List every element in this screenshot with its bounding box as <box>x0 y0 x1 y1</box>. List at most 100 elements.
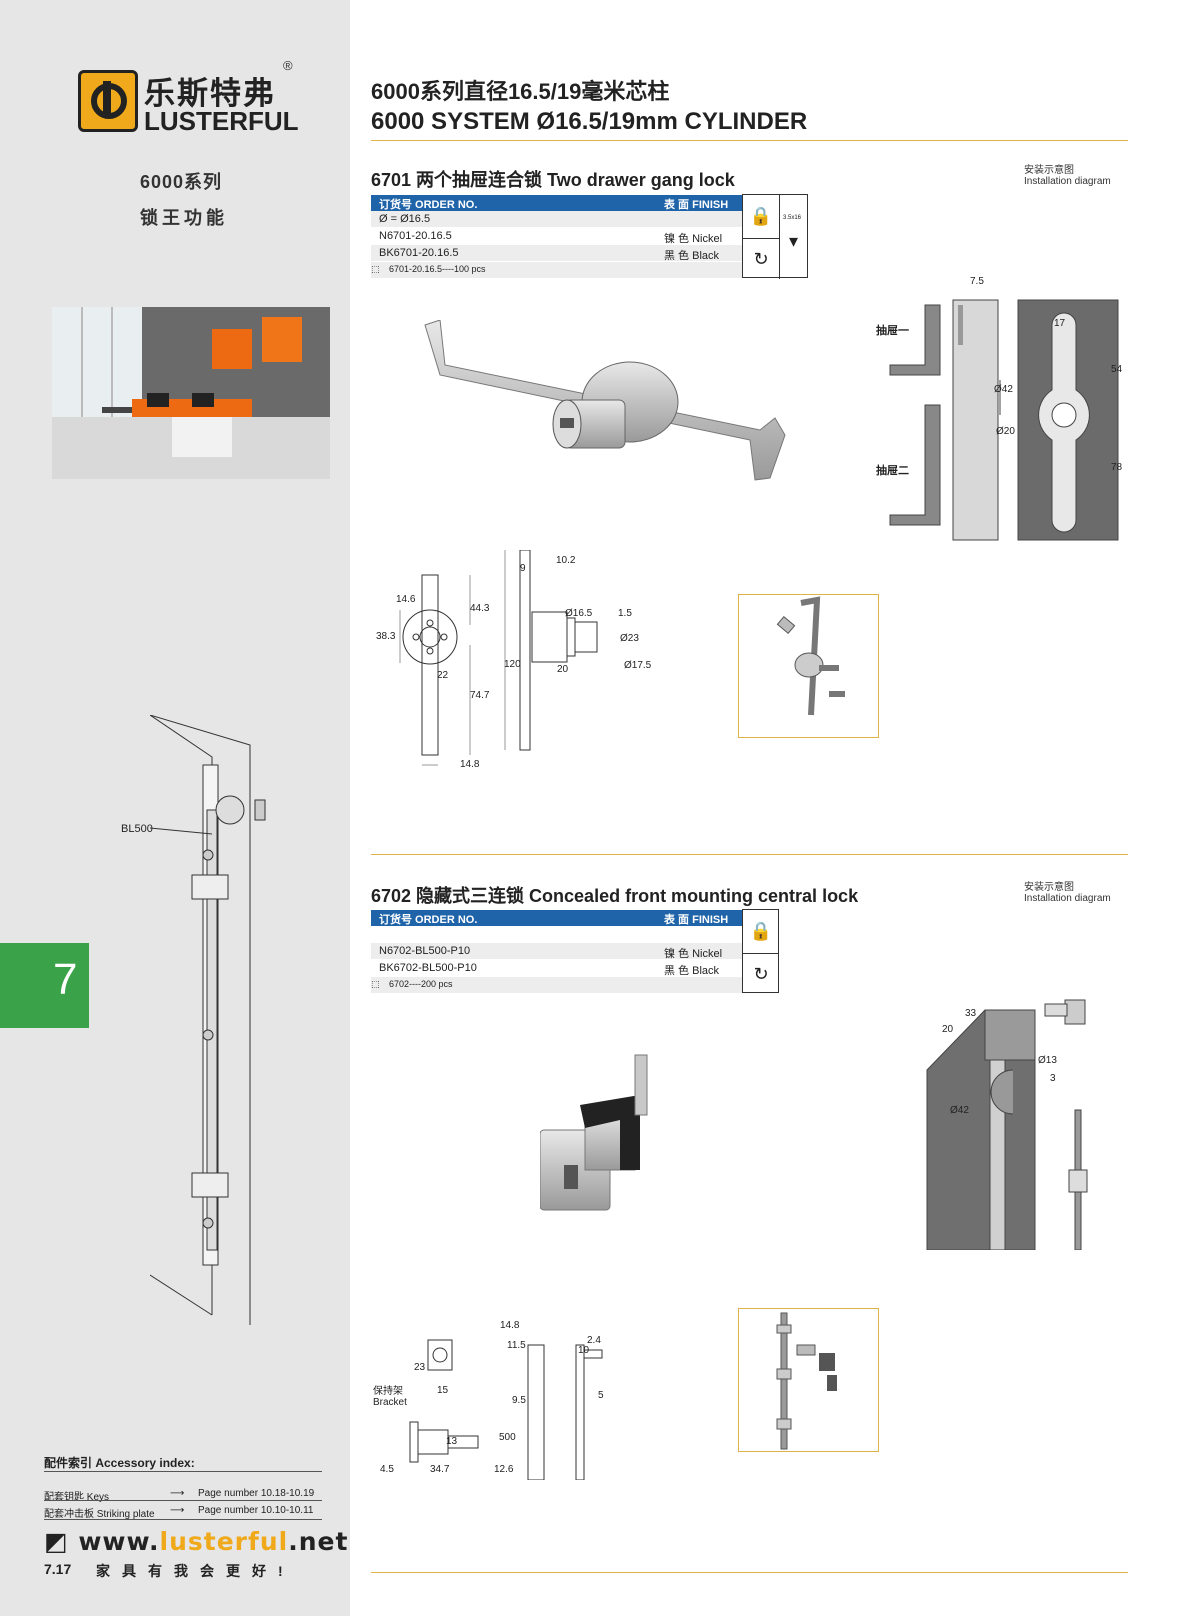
page-title-cn: 6000系列直径16.5/19毫米芯柱 <box>371 79 670 104</box>
table-row: N6701-20.16.5 镍 色 Nickel <box>371 228 746 245</box>
order-table-6701: 订货号 ORDER NO. 表 面 FINISH Ø = Ø16.5 N6701… <box>371 195 746 279</box>
website-icon: ◩ <box>44 1527 79 1556</box>
logo-icon <box>78 70 138 132</box>
order-no: N6701-20.16.5 <box>379 230 452 242</box>
dim-label: 34.7 <box>430 1464 450 1475</box>
lock-6701-render <box>424 320 786 481</box>
website-link[interactable]: ◩ www.lusterful.net <box>44 1527 348 1556</box>
divider <box>371 140 1128 141</box>
page-title-en: 6000 SYSTEM Ø16.5/19mm CYLINDER <box>371 108 808 135</box>
screw-icon: ▾ <box>789 231 799 251</box>
dim-label: 15 <box>437 1385 449 1396</box>
website-prefix: www. <box>78 1527 160 1556</box>
package-qty: 6702----200 pcs <box>389 979 453 989</box>
divider <box>44 1519 322 1520</box>
table-header: 订货号 ORDER NO. 表 面 FINISH <box>371 910 746 926</box>
drawer-two-label: 抽屉二 <box>876 465 909 477</box>
order-no: Ø = Ø16.5 <box>379 213 431 225</box>
dim-label: 5 <box>598 1390 604 1401</box>
product-6702-title: 6702 隐藏式三连锁 Concealed front mounting cen… <box>371 886 859 906</box>
finish: 镍 色 Nickel <box>664 233 723 245</box>
product-6701-photo <box>738 594 879 738</box>
install-label-en: Installation diagram <box>1024 176 1111 187</box>
bl500-label: BL500 <box>121 823 153 835</box>
dim-label: 54 <box>1111 364 1123 375</box>
dim-label: 22 <box>437 670 449 681</box>
bl500-leader-line <box>150 827 213 835</box>
accessory-row: 配套钥匙 Keys ⟶ Page number 10.18-10.19 <box>44 1488 324 1503</box>
package-qty: 6701-20.16.5----100 pcs <box>389 264 486 274</box>
dim-label: 12.6 <box>494 1464 514 1475</box>
divider <box>371 1572 1128 1573</box>
dim-label: 2.4 <box>587 1335 601 1346</box>
table-row: ⬚ 6702----200 pcs <box>371 977 746 994</box>
accessory-page: Page number 10.18-10.19 <box>198 1488 315 1499</box>
spec-icon-box: 🔒 ↻ 3.5x16 ▾ <box>742 194 808 279</box>
bracket-label-cn: 保持架 <box>373 1386 403 1397</box>
brand-name-en: LUSTERFUL <box>144 106 299 136</box>
install-label-cn: 安装示意图 <box>1024 165 1074 176</box>
table-header: 订货号 ORDER NO. 表 面 FINISH <box>371 195 746 211</box>
order-no: N6702-BL500-P10 <box>379 945 471 957</box>
dim-label: 11.5 <box>507 1340 526 1351</box>
sidebar: 乐斯特弗 LUSTERFUL ® 6000系列 锁王功能 <box>0 0 350 1616</box>
dim-label: 120 <box>504 659 521 670</box>
order-no: BK6702-BL500-P10 <box>379 962 477 974</box>
dim-label: 10 <box>578 1345 590 1356</box>
lock-6702-drawing <box>409 1339 603 1480</box>
col-order: 订货号 ORDER NO. <box>379 914 478 926</box>
col-finish: 表 面 FINISH <box>664 199 729 211</box>
install-diagram-label: 安装示意图 Installation diagram <box>1024 165 1111 187</box>
accessory-label: 配套钥匙 Keys <box>44 1492 110 1503</box>
dim-label: Ø23 <box>620 633 639 644</box>
dim-label: Ø42 <box>994 384 1013 395</box>
table-row-spacer <box>371 926 746 943</box>
table-row: BK6702-BL500-P10 黑 色 Black <box>371 960 746 977</box>
dim-label: Ø13 <box>1038 1055 1057 1066</box>
finish: 黑 色 Black <box>664 250 720 262</box>
accessory-index-title: 配件索引 Accessory index: <box>44 1456 195 1470</box>
brand-logo: 乐斯特弗 LUSTERFUL ® <box>78 58 299 136</box>
arrow-icon: ⟶ <box>170 1488 185 1499</box>
spec-icon-box: 🔒 ↻ <box>742 909 779 993</box>
dim-label: 17 <box>1054 318 1066 329</box>
chapter-number: 7 <box>53 955 78 1004</box>
brand-name-cn: 乐斯特弗 <box>144 76 276 111</box>
dim-label: 3 <box>1050 1073 1056 1084</box>
slogan: 家具有我会更好! <box>96 1563 295 1579</box>
dim-label: 14.8 <box>500 1320 520 1331</box>
rotate-icon: ↻ <box>753 248 769 269</box>
dim-label: Ø16.5 <box>565 608 593 619</box>
accessory-page: Page number 10.10-10.11 <box>198 1505 314 1516</box>
dim-label: 33 <box>965 1008 977 1019</box>
series-subtitle: 锁王功能 <box>140 208 228 228</box>
office-photo <box>52 307 330 479</box>
install-diagram-label: 安装示意图 Installation diagram <box>1024 882 1111 904</box>
registered-mark: ® <box>283 58 293 73</box>
dim-label: 9.5 <box>512 1395 526 1406</box>
dim-label: Ø17.5 <box>624 660 652 671</box>
package-icon: ⬚ <box>371 264 380 274</box>
install-diagram-6702 <box>926 999 1088 1250</box>
lock-icon: 🔒 <box>743 195 779 239</box>
dim-label: 14.6 <box>396 594 416 605</box>
dim-label: 500 <box>499 1432 516 1443</box>
bl500-cabinet-drawing <box>150 715 266 1325</box>
dim-label: 38.3 <box>376 631 396 642</box>
finish: 镍 色 Nickel <box>664 948 723 960</box>
package-icon: ⬚ <box>371 979 380 989</box>
dim-label: 20 <box>557 664 569 675</box>
dim-label: 20 <box>942 1024 954 1035</box>
install-diagram-6701 <box>889 299 1119 541</box>
table-row: Ø = Ø16.5 <box>371 211 746 228</box>
lock-icon: 🔒 <box>743 910 779 954</box>
col-order: 订货号 ORDER NO. <box>379 199 478 211</box>
website-suffix: .net <box>288 1527 349 1556</box>
divider <box>371 854 1128 855</box>
rotate-icon: ↻ <box>753 963 769 984</box>
dim-label: Ø20 <box>996 426 1015 437</box>
order-table-6702: 订货号 ORDER NO. 表 面 FINISH N6702-BL500-P10… <box>371 910 746 994</box>
drawer-one-label: 抽屉一 <box>876 325 909 337</box>
product-6702-photo <box>738 1308 879 1452</box>
bracket-label-en: Bracket <box>373 1397 407 1408</box>
